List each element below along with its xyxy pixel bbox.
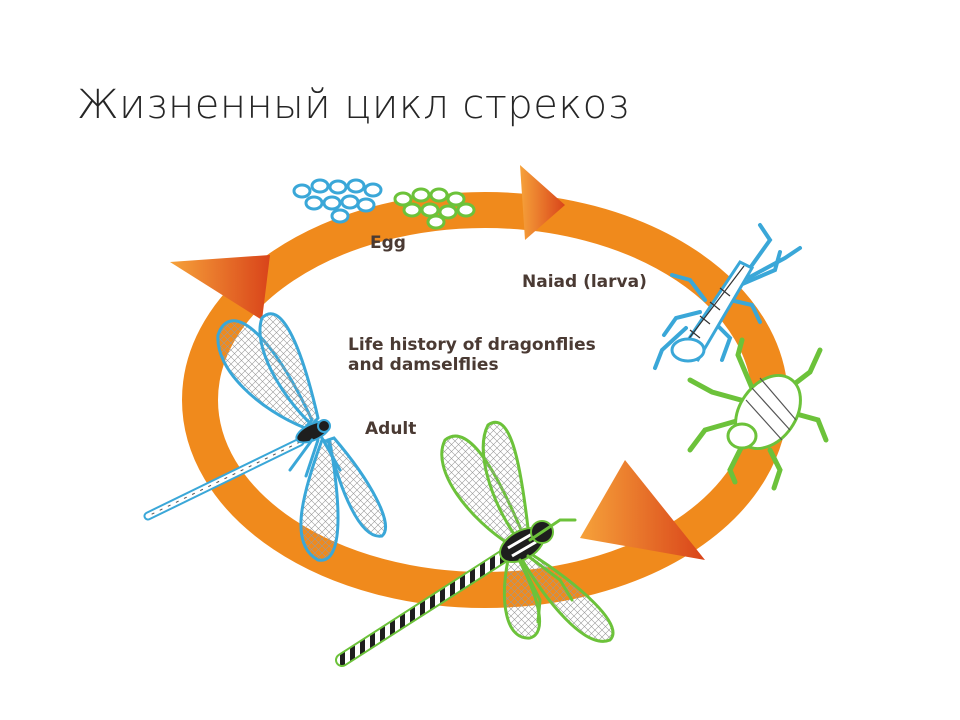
egg-cluster-blue [292,178,383,224]
egg-cluster-green [393,187,476,230]
stage-label-egg: Egg [370,233,406,253]
stage-label-adult: Adult [365,419,416,439]
arrow-head-bottom-right [580,460,705,560]
adult-dragonfly-illustration [335,421,615,667]
arrow-head-top [520,165,565,240]
damselfly-naiad-illustration [653,223,802,370]
dragonfly-naiad-illustration [687,337,829,491]
diagram-caption-line2: and damselflies [348,355,499,375]
stage-label-naiad: Naiad (larva) [522,272,647,292]
adult-damselfly-illustration [143,312,387,562]
arrow-head-left [170,255,270,320]
diagram-caption-line1: Life history of dragonflies [348,335,596,355]
slide-title: Жизненный цикл стрекоз [77,82,630,128]
